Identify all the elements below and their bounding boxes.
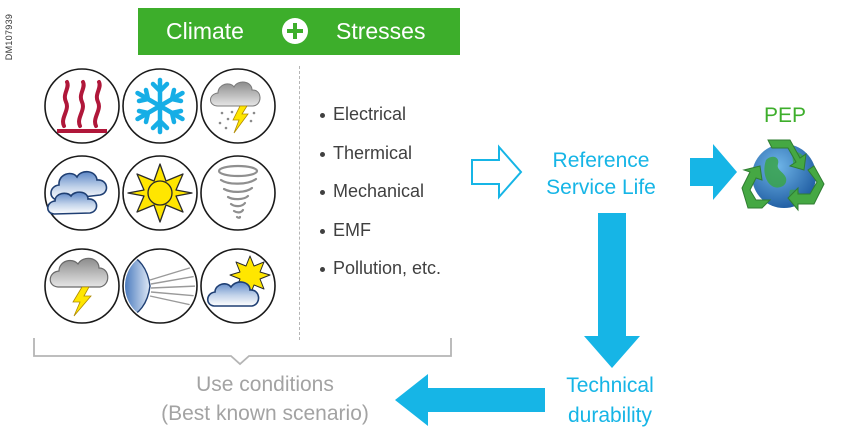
technical-line2: durability [567, 404, 653, 427]
use-conditions-label: Use conditions (Best known scenario) [140, 370, 390, 428]
climate-label: Climate [166, 18, 244, 44]
use-conditions-bracket [33, 338, 452, 366]
storm-cloud-icon [44, 155, 120, 231]
bullet-icon [320, 190, 325, 195]
climate-stresses-header: Climate Stresses [138, 8, 460, 55]
sun-cloud-icon [200, 248, 276, 324]
rain-lightning-cloud-icon [200, 68, 276, 144]
outline-arrow-icon [471, 144, 523, 200]
stress-label: Thermical [333, 142, 413, 163]
reference-line1: Reference [552, 149, 650, 172]
wind-icon [122, 248, 198, 324]
stress-item: EMF [316, 220, 441, 259]
arrow-to-pep-icon [690, 144, 737, 200]
use-conditions-line2: (Best known scenario) [161, 402, 369, 425]
technical-durability-label: Technical durability [530, 371, 690, 431]
snowflake-icon [122, 68, 198, 144]
down-arrow-icon [584, 213, 640, 368]
stress-label: EMF [333, 219, 371, 240]
dashed-divider [299, 66, 300, 340]
bullet-icon [320, 267, 325, 272]
stress-item: Thermical [316, 143, 441, 182]
bullet-icon [320, 228, 325, 234]
plus-circle-icon [282, 18, 308, 44]
stress-list: Electrical Thermical Mechanical EMF Poll… [316, 104, 441, 297]
heat-icon [44, 68, 120, 144]
stresses-label: Stresses [336, 18, 426, 44]
use-conditions-line1: Use conditions [196, 373, 334, 396]
pep-label: PEP [763, 104, 807, 127]
sun-icon [122, 155, 198, 231]
left-arrow-icon [395, 374, 545, 426]
stress-item: Mechanical [316, 181, 441, 220]
stress-item: Electrical [316, 104, 441, 143]
recycle-globe-icon [741, 139, 825, 212]
stress-label: Electrical [333, 104, 407, 124]
reference-service-life-label: Reference Service Life [517, 147, 685, 201]
bullet-icon [320, 151, 325, 157]
reference-line2: Service Life [546, 176, 656, 199]
technical-line1: Technical [566, 374, 654, 397]
thunder-cloud-icon [44, 248, 120, 324]
stress-item: Pollution, etc. [316, 258, 441, 297]
stress-label: Pollution, etc. [333, 258, 442, 278]
bullet-icon [320, 113, 325, 118]
stress-label: Mechanical [333, 181, 425, 201]
tornado-icon [200, 155, 276, 231]
